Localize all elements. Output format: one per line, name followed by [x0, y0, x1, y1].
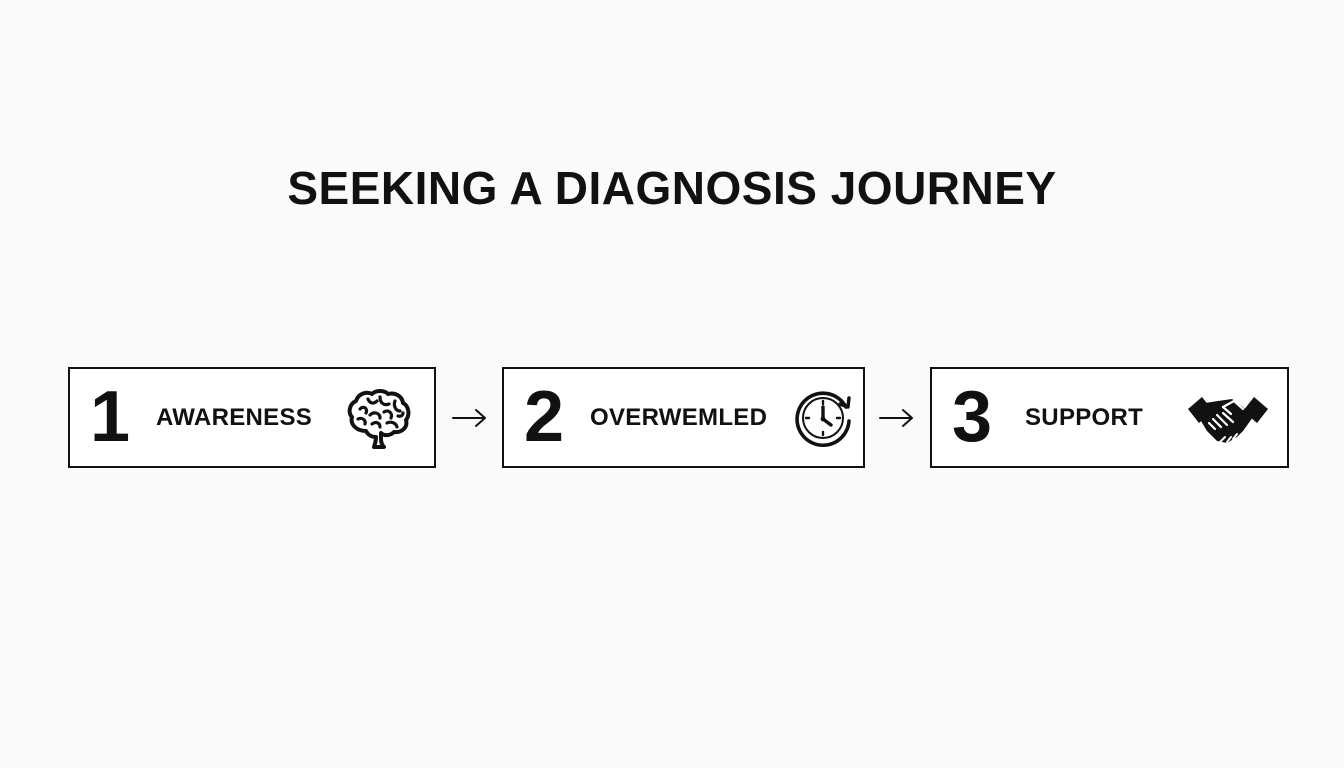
step-number: 2: [524, 377, 565, 457]
step-awareness: 1 AWARENESS: [68, 367, 436, 468]
clock-icon: [790, 387, 856, 449]
step-overwhelmed: 2 OVERWEMLED: [502, 367, 865, 468]
step-label: OVERWEMLED: [590, 404, 768, 431]
step-number: 1: [90, 377, 131, 457]
arrow-icon: [450, 404, 490, 432]
arrow-icon: [877, 404, 917, 432]
handshake-icon: [1187, 387, 1269, 449]
step-number: 3: [952, 377, 993, 457]
brain-icon: [346, 387, 412, 449]
step-support: 3 SUPPORT: [930, 367, 1289, 468]
diagram-title: SEEKING A DIAGNOSIS JOURNEY: [287, 162, 1057, 214]
step-label: SUPPORT: [1025, 404, 1144, 431]
step-label: AWARENESS: [156, 404, 313, 431]
